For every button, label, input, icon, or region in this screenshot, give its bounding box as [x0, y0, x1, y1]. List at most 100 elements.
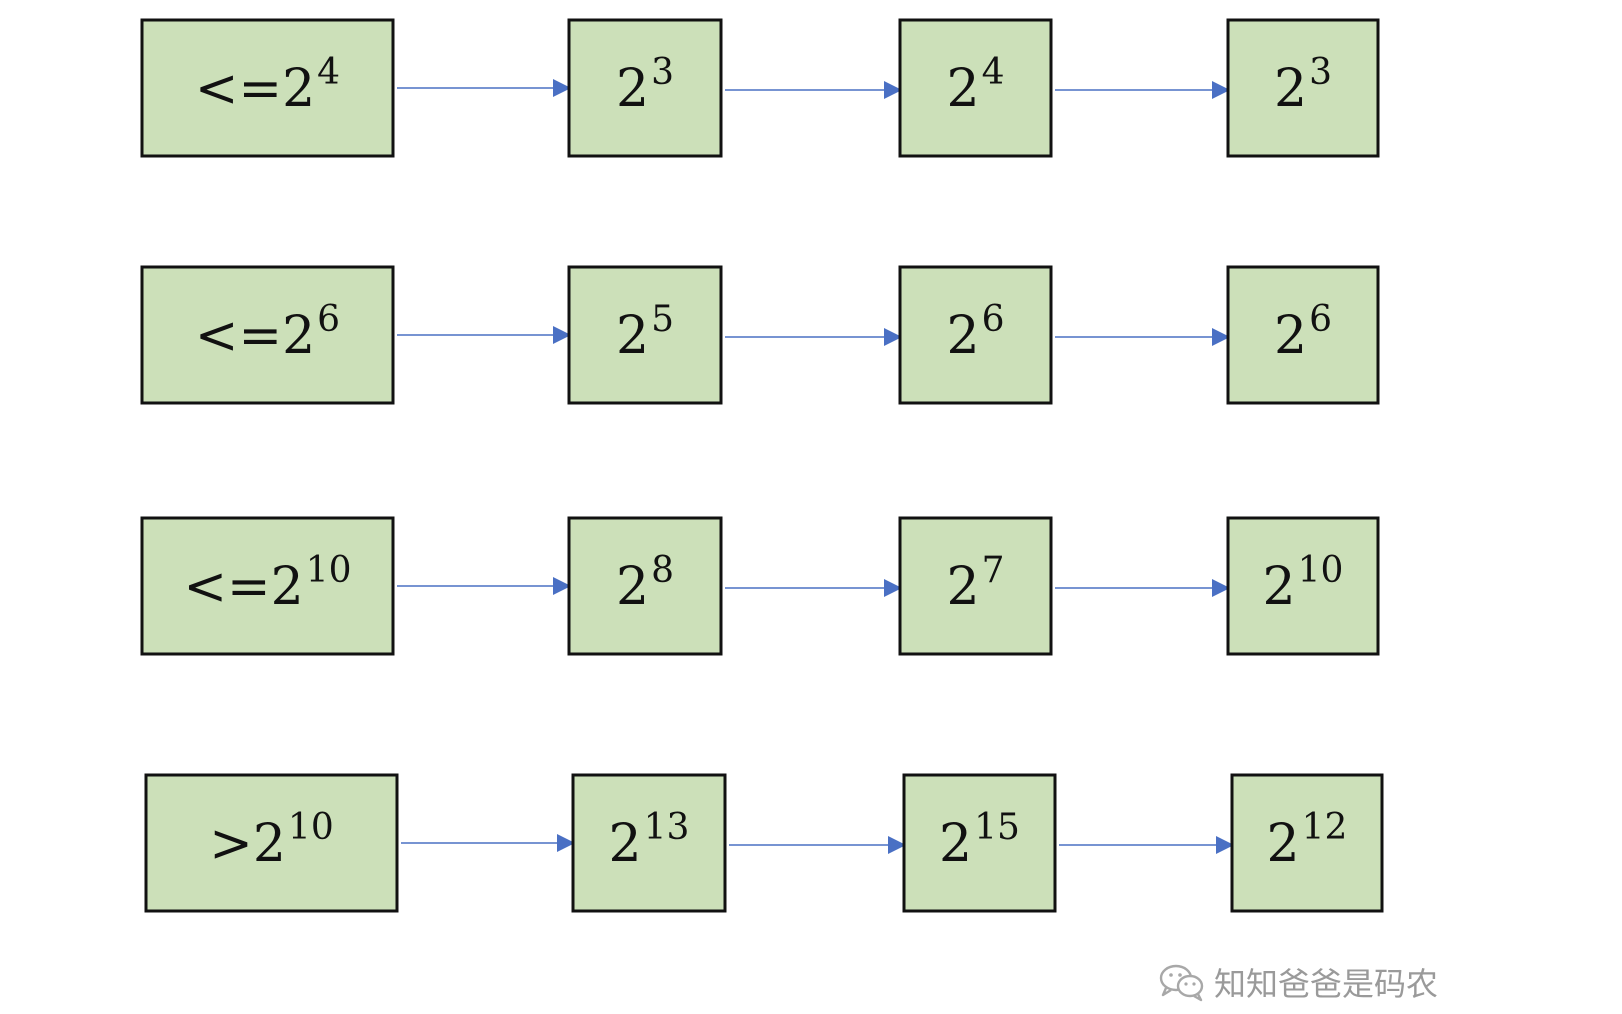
row-1-arrow-3-head [1212, 81, 1230, 99]
row-4-label-node-box [144, 773, 399, 913]
row-1-label-node-box [140, 18, 395, 158]
row-1-label-node: <=24 [140, 18, 395, 158]
row-3-label-node-box [140, 516, 395, 656]
row-2-label-node-exponent: 6 [317, 299, 340, 340]
row-4-arrow-1-head [557, 834, 575, 852]
wechat-icon [1159, 964, 1204, 1002]
row-2-arrow-3-head [1212, 328, 1230, 346]
row-2-node-2: 26 [898, 265, 1053, 405]
row-4-label-node-exponent: 10 [288, 807, 334, 848]
row-2-node-3-exponent: 6 [1309, 299, 1332, 340]
row-3-node-3-exponent: 10 [1298, 550, 1344, 591]
row-2-node-2-box [898, 265, 1053, 405]
row-2-node-1-exponent: 5 [651, 299, 674, 340]
row-1-node-3-base: 2 [1274, 59, 1307, 119]
row-4-node-1-exponent: 13 [644, 807, 690, 848]
row-3-node-3: 210 [1226, 516, 1380, 656]
row-3-node-1: 28 [567, 516, 723, 656]
row-4-node-1: 213 [571, 773, 727, 913]
row-2-label-node-text: <=26 [195, 299, 340, 366]
row-1-node-2-text: 24 [947, 52, 1005, 119]
row-2-arrow-2-head [884, 328, 902, 346]
row-1-arrow-2-head [884, 81, 902, 99]
row-2-node-1-text: 25 [616, 299, 674, 366]
row-2-node-3-base: 2 [1274, 306, 1307, 366]
row-4-arrow-3 [1059, 836, 1234, 854]
row-4-node-3-base: 2 [1267, 814, 1300, 874]
row-4-arrow-3-head [1216, 836, 1234, 854]
row-3-node-2-text: 27 [947, 550, 1005, 617]
row-2-node-3-text: 26 [1274, 299, 1332, 366]
row-4-node-3-exponent: 12 [1302, 807, 1348, 848]
row-1-arrow-1-head [553, 79, 571, 97]
row-3-label-node-text: <=210 [183, 550, 351, 617]
row-4-node-2-exponent: 15 [974, 807, 1020, 848]
row-3-label-node: <=210 [140, 516, 395, 656]
row-3-node-2-base: 2 [947, 557, 980, 617]
row-4-arrow-1 [401, 834, 575, 852]
row-2-node-1-base: 2 [616, 306, 649, 366]
row-1-node-2-base: 2 [947, 59, 980, 119]
row-4-node-3: 212 [1230, 773, 1384, 913]
row-4-node-1-base: 2 [609, 814, 642, 874]
row-1-node-2-box [898, 18, 1053, 158]
row-2-node-3-box [1226, 265, 1380, 405]
row-1-node-1-text: 23 [616, 52, 674, 119]
row-3-arrow-1 [397, 577, 571, 595]
row-4-arrow-2 [729, 836, 906, 854]
row-1-arrow-1 [397, 79, 571, 97]
row-2-node-1-box [567, 265, 723, 405]
row-4-node-2-box [902, 773, 1057, 913]
row-1-node-1-exponent: 3 [651, 52, 674, 93]
row-1-node-3: 23 [1226, 18, 1380, 158]
row-1-node-2: 24 [898, 18, 1053, 158]
row-4-arrow-2-head [888, 836, 906, 854]
row-3-node-3-text: 210 [1263, 550, 1344, 617]
row-2-label-node: <=26 [140, 265, 395, 405]
row-4-label-node-text: >210 [209, 807, 333, 874]
row-1-node-3-exponent: 3 [1309, 52, 1332, 93]
row-4-node-3-text: 212 [1267, 807, 1348, 874]
row-1-node-1: 23 [567, 18, 723, 158]
row-3-arrow-2-head [884, 579, 902, 597]
row-4-label-node: >210 [144, 773, 399, 913]
row-3-node-2-box [898, 516, 1053, 656]
row-3-node-1-base: 2 [616, 557, 649, 617]
row-2-arrow-3 [1055, 328, 1230, 346]
row-2-node-2-text: 26 [947, 299, 1005, 366]
row-4-label-node-base: >2 [209, 814, 286, 874]
row-3-arrow-1-head [553, 577, 571, 595]
row-3-node-1-text: 28 [616, 550, 674, 617]
row-1-node-3-box [1226, 18, 1380, 158]
watermark-text: 知知爸爸是码农 [1214, 965, 1439, 1003]
row-1-node-2-exponent: 4 [982, 52, 1005, 93]
row-4-node-3-box [1230, 773, 1384, 913]
row-3-label-node-exponent: 10 [306, 550, 352, 591]
row-1-node-1-box [567, 18, 723, 158]
row-4-node-2: 215 [902, 773, 1057, 913]
row-2-arrow-2 [725, 328, 902, 346]
row-2-node-1: 25 [567, 265, 723, 405]
row-1-arrow-2 [725, 81, 902, 99]
row-1-node-1-base: 2 [616, 59, 649, 119]
row-2-arrow-1 [397, 326, 571, 344]
row-4-node-1-text: 213 [609, 807, 690, 874]
row-3-arrow-2 [725, 579, 902, 597]
row-1-arrow-3 [1055, 81, 1230, 99]
watermark: 知知爸爸是码农 [1158, 960, 1438, 1004]
row-3-node-2: 27 [898, 516, 1053, 656]
row-4-node-2-text: 215 [939, 807, 1020, 874]
row-2-node-3: 26 [1226, 265, 1380, 405]
row-1-label-node-exponent: 4 [317, 52, 340, 93]
row-1-label-node-text: <=24 [195, 52, 340, 119]
row-2-arrow-1-head [553, 326, 571, 344]
row-3-node-2-exponent: 7 [982, 550, 1005, 591]
row-1-label-node-base: <=2 [195, 59, 315, 119]
row-2-node-2-exponent: 6 [982, 299, 1005, 340]
row-2-node-2-base: 2 [947, 306, 980, 366]
row-3-node-1-box [567, 516, 723, 656]
row-3-label-node-base: <=2 [183, 557, 303, 617]
row-2-label-node-base: <=2 [195, 306, 315, 366]
row-4-node-2-base: 2 [939, 814, 972, 874]
